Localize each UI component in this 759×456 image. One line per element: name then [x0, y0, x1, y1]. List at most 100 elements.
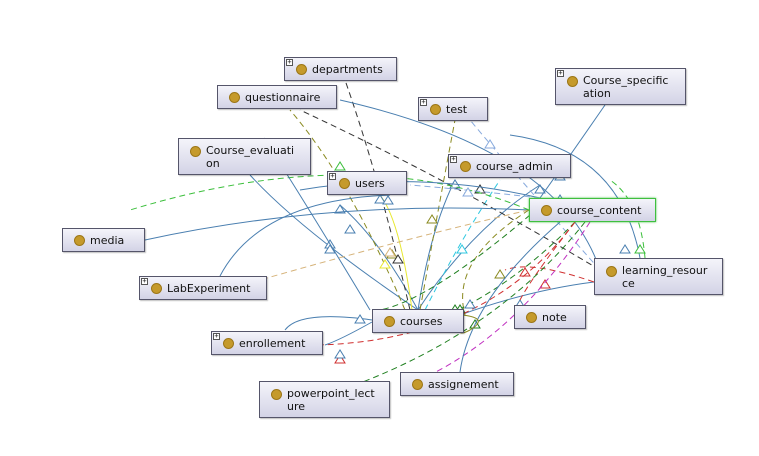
plus-box-icon[interactable]: + — [420, 98, 427, 106]
node-label: courses — [400, 315, 443, 328]
plus-box-icon[interactable]: + — [557, 69, 564, 77]
node-test[interactable]: + test — [418, 97, 488, 121]
relationship-edge — [424, 179, 501, 311]
arrowhead — [484, 139, 496, 149]
relationship-edge — [144, 207, 530, 241]
arrowhead — [426, 214, 438, 224]
relationship-edge — [417, 179, 456, 311]
class-circle-icon — [271, 389, 282, 400]
class-circle-icon — [541, 205, 552, 216]
node-label: users — [355, 177, 385, 190]
relationship-edge — [299, 109, 601, 271]
plus-box-icon[interactable]: + — [141, 277, 148, 285]
node-course-admin[interactable]: + course_admin — [448, 154, 571, 178]
plus-box-icon[interactable]: + — [213, 332, 220, 340]
class-circle-icon — [223, 338, 234, 349]
relationship-edge — [539, 104, 606, 199]
node-enrollement[interactable]: + enrollement — [211, 331, 323, 355]
node-label: media — [90, 234, 125, 247]
node-label: Course_evaluati on — [206, 144, 295, 170]
arrowhead — [619, 244, 631, 254]
plus-box-icon[interactable]: + — [286, 58, 293, 66]
node-powerpoint-lecture[interactable]: powerpoint_lect ure — [259, 381, 390, 418]
plus-box-icon[interactable]: + — [450, 155, 457, 163]
relationship-edge — [249, 174, 419, 311]
relationship-edge — [504, 266, 595, 283]
arrowhead — [539, 279, 551, 289]
class-circle-icon — [606, 266, 617, 277]
class-circle-icon — [430, 104, 441, 115]
class-circle-icon — [526, 312, 537, 323]
node-label: powerpoint_lect ure — [287, 387, 375, 413]
relationship-edge — [409, 184, 541, 199]
class-circle-icon — [74, 235, 85, 246]
relationship-edge — [462, 209, 530, 316]
relationship-edge — [266, 209, 530, 279]
arrowhead — [354, 314, 366, 324]
class-circle-icon — [384, 316, 395, 327]
class-circle-icon — [567, 76, 578, 87]
class-circle-icon — [412, 379, 423, 390]
node-questionnaire[interactable]: questionnaire — [217, 85, 337, 109]
arrowhead — [519, 267, 531, 277]
node-course-content[interactable]: course_content — [529, 198, 656, 222]
node-course-specification[interactable]: +Course_specific ation — [555, 68, 686, 105]
relationship-edge — [419, 119, 456, 311]
node-label: test — [446, 103, 468, 116]
node-label: course_content — [557, 204, 642, 217]
node-course-evaluation[interactable]: Course_evaluati on — [178, 138, 311, 175]
arrowhead — [324, 244, 336, 254]
node-label: LabExperiment — [167, 282, 251, 295]
arrowhead — [334, 349, 346, 359]
plus-box-icon[interactable]: + — [329, 172, 336, 180]
node-assignement[interactable]: assignement — [400, 372, 514, 396]
relationship-edge — [417, 184, 541, 311]
arrowhead — [456, 244, 468, 254]
arrowhead — [384, 247, 396, 257]
arrowhead — [382, 195, 394, 205]
class-circle-icon — [151, 283, 162, 294]
arrowhead — [392, 254, 404, 264]
class-circle-icon — [229, 92, 240, 103]
node-users[interactable]: + users — [327, 171, 407, 195]
node-label: note — [542, 311, 567, 324]
relationship-edge — [129, 174, 530, 211]
arrowhead — [334, 161, 346, 171]
node-learning-resource[interactable]: learning_resour ce — [594, 258, 723, 295]
relationship-edge — [459, 281, 595, 316]
arrowhead — [634, 244, 646, 254]
class-circle-icon — [339, 178, 350, 189]
relationship-edge — [459, 221, 561, 373]
relationship-edge — [354, 221, 586, 386]
arrowhead — [379, 259, 391, 269]
relationship-edge — [429, 221, 591, 376]
node-label: questionnaire — [245, 91, 321, 104]
arrowhead — [374, 194, 386, 204]
arrowhead — [344, 224, 356, 234]
class-circle-icon — [460, 161, 471, 172]
arrowhead — [494, 269, 506, 279]
node-note[interactable]: note — [514, 305, 586, 329]
relationship-edge — [509, 134, 641, 259]
node-courses[interactable]: courses — [372, 309, 464, 333]
node-label: assignement — [428, 378, 499, 391]
relationship-edge — [289, 109, 406, 311]
relationship-edge — [379, 194, 413, 311]
node-label: learning_resour ce — [622, 264, 708, 290]
arrowhead — [334, 354, 346, 364]
node-label: enrollement — [239, 337, 306, 350]
class-circle-icon — [190, 146, 201, 157]
node-labexperiment[interactable]: + LabExperiment — [139, 276, 267, 300]
node-label: course_admin — [476, 160, 553, 173]
relationship-edge — [379, 214, 531, 311]
arrowhead — [462, 187, 474, 197]
relationship-edge — [324, 321, 373, 346]
class-circle-icon — [296, 64, 307, 75]
node-departments[interactable]: + departments — [284, 57, 397, 81]
relationship-edge — [219, 194, 391, 277]
node-label: departments — [312, 63, 383, 76]
arrowhead — [334, 204, 346, 214]
node-media[interactable]: media — [62, 228, 145, 252]
arrowhead — [464, 299, 476, 309]
